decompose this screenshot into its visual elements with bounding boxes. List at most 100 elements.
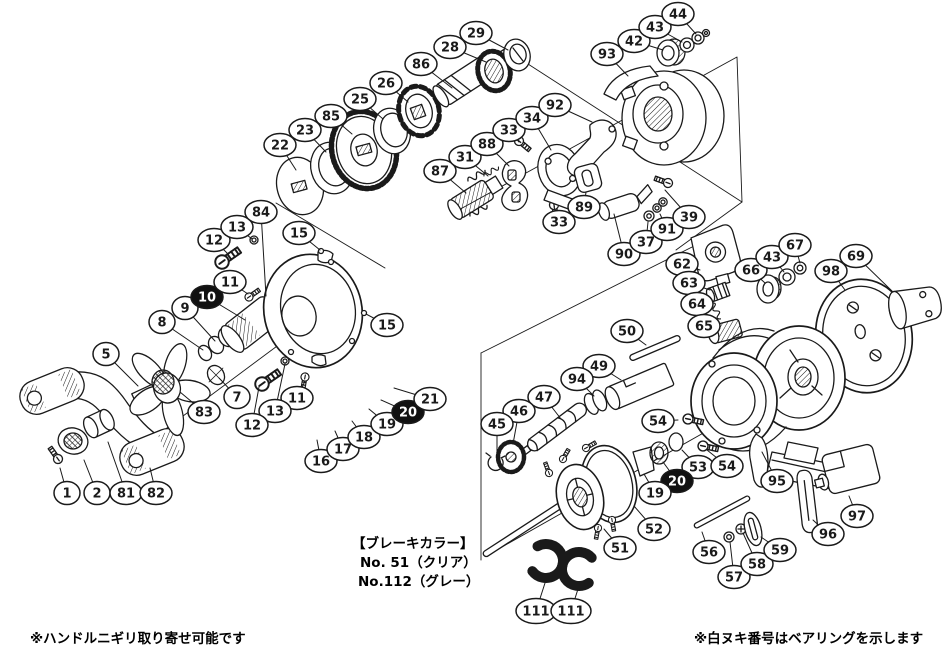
callout-111: 111 (550, 597, 592, 625)
svg-text:52: 52 (645, 523, 663, 538)
svg-text:23: 23 (296, 124, 314, 139)
clutch-assembly (447, 119, 675, 222)
callout-26: 26 (369, 70, 403, 96)
callout-19: 19 (370, 411, 404, 437)
brake-wedge (632, 446, 655, 477)
svg-text:81: 81 (117, 487, 135, 502)
svg-text:96: 96 (819, 528, 837, 543)
reel-frame (690, 325, 846, 491)
callout-33: 33 (492, 117, 526, 143)
callout-54: 54 (641, 408, 675, 434)
svg-text:28: 28 (441, 41, 459, 56)
callout-93: 93 (590, 41, 624, 67)
svg-text:43: 43 (646, 21, 664, 36)
callout-8: 8 (148, 309, 176, 335)
callout-25: 25 (343, 86, 377, 112)
svg-text:15: 15 (290, 227, 308, 242)
svg-text:9: 9 (180, 302, 189, 317)
callout-96: 96 (811, 521, 845, 547)
svg-text:46: 46 (510, 405, 528, 420)
callout-87: 87 (423, 158, 457, 184)
svg-text:13: 13 (228, 221, 246, 236)
svg-text:57: 57 (725, 571, 743, 586)
callout-19: 19 (638, 480, 672, 506)
svg-text:62: 62 (673, 258, 691, 273)
svg-text:39: 39 (680, 211, 698, 226)
callout-65: 65 (687, 313, 721, 339)
callout-83: 83 (187, 399, 221, 425)
svg-text:47: 47 (535, 391, 553, 406)
callout-9: 9 (171, 295, 199, 321)
svg-text:69: 69 (847, 250, 865, 265)
svg-text:86: 86 (412, 58, 430, 73)
bottom-right-parts (693, 443, 881, 547)
callout-69: 69 (839, 243, 873, 269)
callout-42: 42 (617, 28, 651, 54)
svg-text:51: 51 (611, 542, 629, 557)
svg-text:5: 5 (101, 348, 110, 363)
svg-text:88: 88 (478, 138, 496, 153)
callout-50: 50 (610, 318, 644, 344)
callout-47: 47 (527, 384, 561, 410)
callout-53: 53 (681, 454, 715, 480)
callout-59: 59 (763, 537, 797, 563)
callout-34: 34 (515, 105, 549, 131)
callout-82: 82 (139, 480, 173, 506)
svg-text:85: 85 (322, 110, 340, 125)
svg-text:33: 33 (500, 124, 518, 139)
callout-92: 92 (538, 92, 572, 118)
svg-text:25: 25 (351, 93, 369, 108)
svg-text:97: 97 (848, 510, 866, 525)
svg-text:58: 58 (748, 558, 766, 573)
svg-text:84: 84 (252, 206, 270, 221)
brake-collar-note: 【ブレーキカラー】 No. 51（クリア） No.112（グレー） (352, 535, 479, 592)
side-plate-fasteners (211, 235, 311, 395)
callout-62: 62 (665, 251, 699, 277)
callout-98: 98 (814, 258, 848, 284)
callout-43: 43 (638, 14, 672, 40)
star-drag (129, 343, 226, 437)
callout-12: 12 (197, 227, 231, 253)
callout-57: 57 (717, 564, 751, 590)
callout-10: 10 (190, 284, 224, 310)
callout-5: 5 (92, 341, 120, 367)
svg-text:37: 37 (637, 236, 655, 251)
svg-text:12: 12 (243, 419, 261, 434)
brake-case (603, 28, 725, 166)
brake-collar-note-title: 【ブレーキカラー】 (352, 536, 474, 552)
svg-text:44: 44 (669, 8, 687, 23)
drag-adjust-parts (756, 261, 807, 304)
callout-13: 13 (258, 398, 292, 424)
svg-text:95: 95 (768, 475, 786, 490)
callout-45: 45 (480, 411, 514, 437)
svg-text:111: 111 (522, 605, 549, 620)
drag-spring-washer (151, 369, 175, 395)
callout-29: 29 (459, 20, 493, 46)
callout-58: 58 (740, 551, 774, 577)
clutch-cam-block (813, 443, 881, 495)
shaft-parts (485, 334, 681, 475)
svg-text:17: 17 (334, 443, 352, 458)
svg-text:33: 33 (550, 216, 568, 231)
svg-text:59: 59 (771, 544, 789, 559)
svg-text:111: 111 (557, 605, 584, 620)
svg-text:53: 53 (689, 461, 707, 476)
svg-text:11: 11 (288, 392, 306, 407)
callout-64: 64 (680, 291, 714, 317)
svg-text:93: 93 (598, 48, 616, 63)
callout-12: 12 (235, 412, 269, 438)
callout-94: 94 (560, 366, 594, 392)
spool (482, 412, 720, 558)
svg-text:66: 66 (742, 264, 760, 279)
svg-text:29: 29 (467, 27, 485, 42)
brake-collar-note-line1: No. 51（クリア） (360, 555, 477, 571)
callout-56: 56 (692, 539, 726, 565)
svg-text:90: 90 (615, 248, 633, 263)
svg-text:49: 49 (590, 360, 608, 375)
svg-text:34: 34 (523, 112, 541, 127)
callout-86: 86 (404, 51, 438, 77)
brake-collars (524, 539, 601, 591)
svg-text:19: 19 (646, 487, 664, 502)
svg-text:45: 45 (488, 418, 506, 433)
